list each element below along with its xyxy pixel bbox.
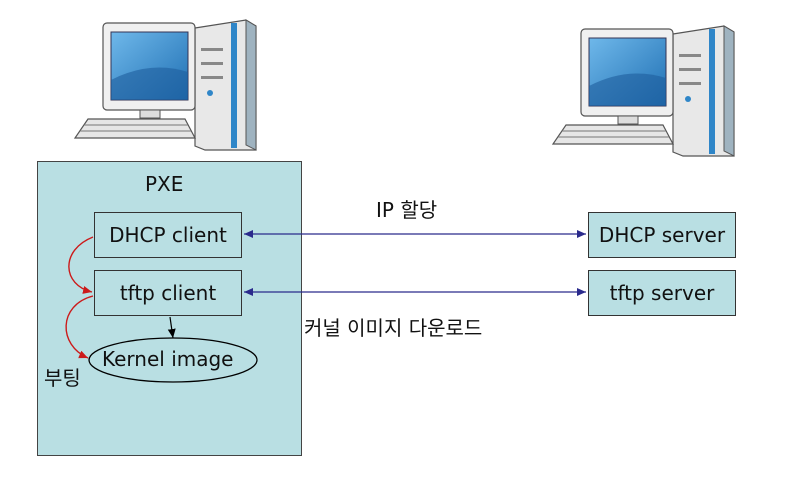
kernel-image-label: Kernel image: [102, 347, 234, 371]
dhcp-client-node: DHCP client: [94, 212, 242, 258]
tftp-client-node: tftp client: [94, 270, 242, 316]
tftp-to-boot-arrow: [65, 295, 94, 359]
client-computer-icon: [73, 19, 257, 151]
dhcp-server-node: DHCP server: [588, 212, 736, 258]
dhcp-to-tftp-arrow: [68, 236, 94, 294]
boot-label: 부팅: [44, 366, 81, 390]
kernel-download-label: 커널 이미지 다운로드: [304, 316, 483, 340]
server-computer-icon: [551, 25, 735, 157]
tftp-server-node: tftp server: [588, 270, 736, 316]
ip-assign-label: IP 할당: [376, 198, 438, 222]
load-kernel-arrow: [167, 316, 176, 339]
kernel-image-ellipse: [88, 337, 258, 383]
pxe-title: PXE: [145, 172, 184, 196]
pxe-container: [37, 161, 302, 456]
